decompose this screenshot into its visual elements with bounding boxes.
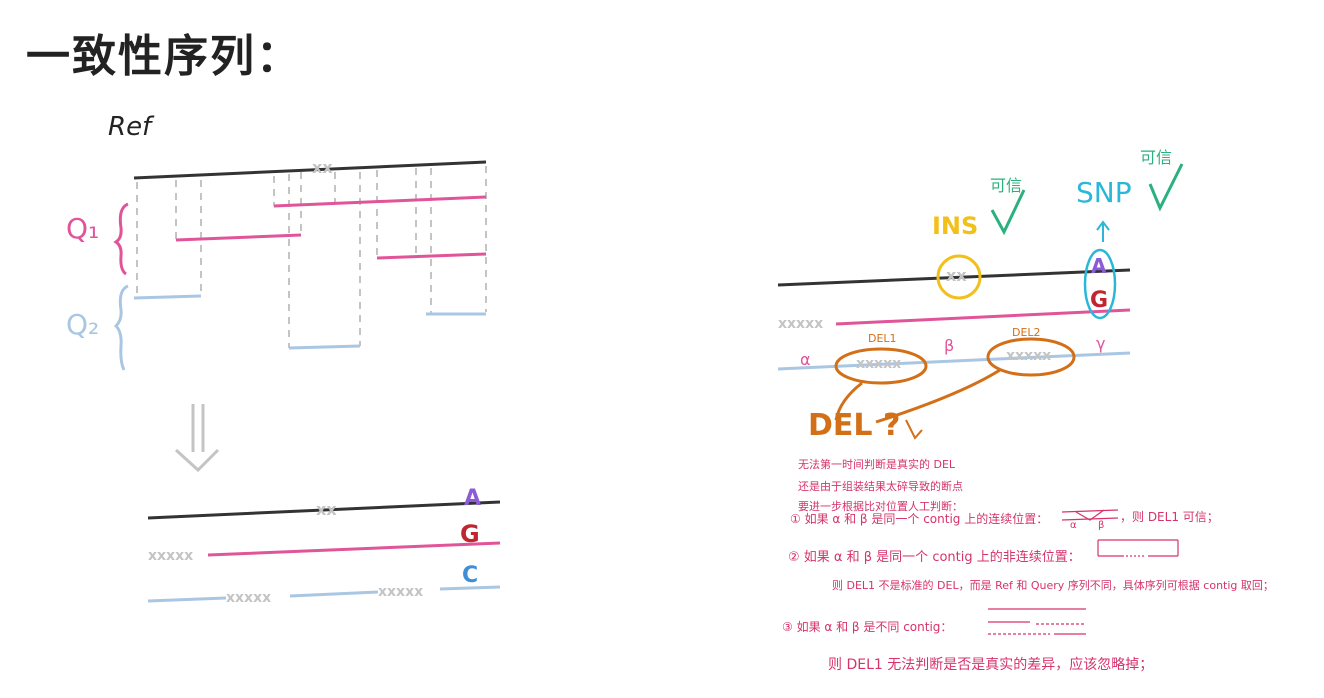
result-snp-g: G [460,520,480,548]
ref-line [133,160,487,180]
snp-label: SNP [1076,176,1132,209]
del-pointer [905,419,923,440]
mini-alpha: α [1070,520,1077,531]
right-snp-a: A [1091,254,1107,278]
check-icon [1148,163,1184,212]
del1-mark: xxxxx [856,356,902,372]
note-line: ，则 DEL1 可信； [1120,510,1219,524]
result-blue-line [147,596,227,603]
snp-arrow [1096,220,1110,242]
right-ref-line [777,268,1131,287]
mini-beta: β [1098,520,1105,531]
q2-label: Q₂ [66,308,100,341]
result-blue-line [289,590,379,598]
right-pink-line [835,308,1131,326]
mini-diagram-2 [1097,539,1179,557]
down-arrow [174,404,220,473]
beta-label: β [944,336,955,355]
del1-label: DEL1 [868,332,897,345]
right-blue-line [777,351,1131,371]
ins-label: INS [932,212,979,240]
note-line: 则 DEL1 不是标准的 DEL，而是 Ref 和 Query 序列不同，具体序… [832,579,1274,592]
ref-label: Ref [108,112,152,142]
result-blue-line [439,585,501,591]
note-line: ② 如果 α 和 β 是同一个 contig 上的非连续位置： [788,550,1081,565]
result-snp-a: A [464,486,482,511]
result-snp-c: C [462,563,479,588]
right-ref-mark: xx [946,266,967,285]
del-connector [875,368,1001,424]
note-line: 还是由于组装结果太碎导致的断点 [798,480,963,493]
q1-label: Q₁ [66,212,100,245]
result-blue-del-1: xxxxx [226,590,272,606]
result-ref-mark: xx [316,500,337,519]
mini-diagram-1 [1061,509,1119,521]
ins-circle [936,254,982,300]
del2-ellipse [986,337,1076,377]
q2-segment [288,344,361,350]
result-blue-del-2: xxxxx [378,584,424,600]
page-title: 一致性序列： [26,31,302,82]
check-icon [990,189,1026,236]
gamma-label: γ [1096,334,1106,353]
note-line: 无法第一时间判断是真实的 DEL [798,458,956,471]
q2-segment [133,294,202,300]
result-ref-line [147,500,501,520]
right-snp-g: G [1090,288,1109,313]
del1-ellipse [834,347,928,385]
snp-ellipse [1083,248,1117,320]
note-line: ③ 如果 α 和 β 是不同 contig： [782,620,953,634]
right-diagram [777,163,1184,635]
trusted-label-2: 可信 [1140,148,1173,167]
result-pink-del: xxxxx [148,548,194,564]
del2-label: DEL2 [1012,326,1041,339]
ref-mark: xx [312,158,333,177]
result-pink-line [207,541,501,557]
note-line: 要进一步根据比对位置人工判断： [798,500,963,513]
left-alignment [113,160,501,603]
q1-segment [273,195,487,208]
del2-mark: xxxxx [1006,348,1052,364]
mini-diagram-3 [988,608,1086,635]
note-line: ① 如果 α 和 β 是同一个 contig 上的连续位置： [790,512,1049,526]
del-question: DEL ? [808,408,901,443]
alpha-label: α [800,350,811,369]
trusted-label-1: 可信 [990,176,1023,195]
q2-brace [113,284,129,371]
q1-segment [175,233,302,242]
note-line: 则 DEL1 无法判断是否是真实的差异，应该忽略掉； [828,657,1154,673]
right-pink-del: xxxxx [778,316,824,332]
q1-segment [376,252,487,260]
del-connector [834,381,863,421]
q1-brace [113,202,129,276]
